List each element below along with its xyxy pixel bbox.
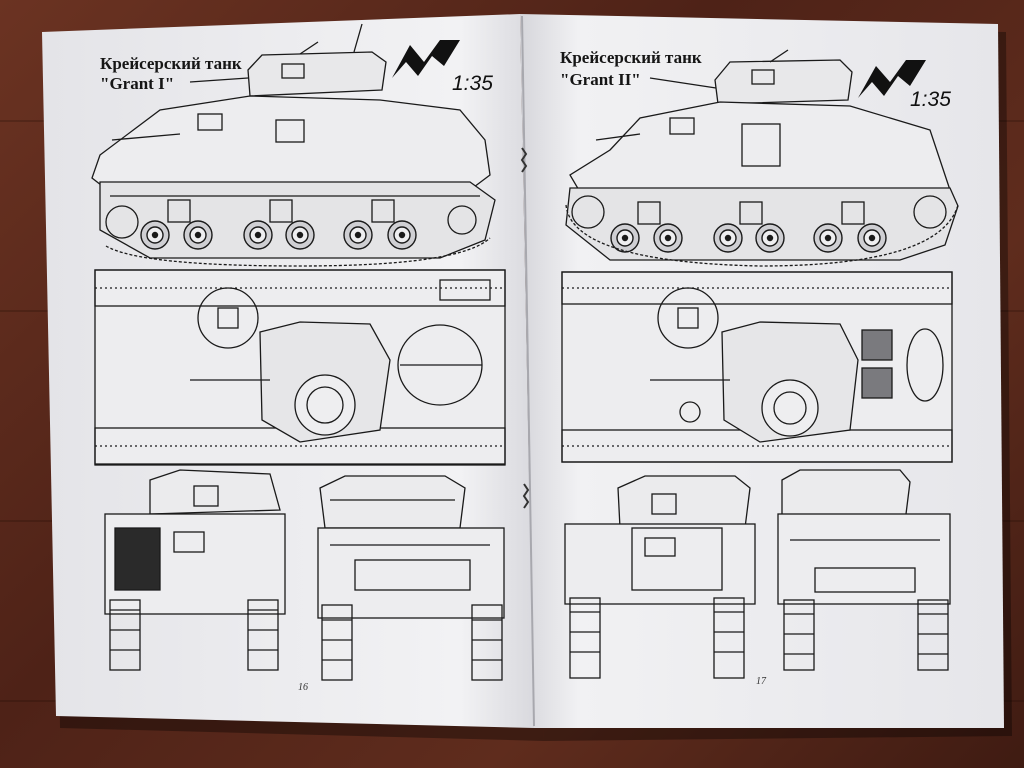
grant2-rear-view [777,469,951,671]
grant1-rear-view [317,475,505,681]
grant2-side-view [565,49,959,267]
left-m-logo [392,40,460,78]
right-title-line2: "Grant II" [560,70,641,89]
left-title-line2: "Grant I" [100,74,175,93]
right-m-logo [858,60,926,98]
left-title-line1: Крейсерский танк [100,54,242,73]
left-page-number: 16 [298,682,308,693]
grant1-front-view [104,469,286,671]
right-title-line1: Крейсерский танк [560,48,702,67]
right-page-number: 17 [756,676,766,687]
grant1-top-view [94,269,506,466]
staple-bottom [522,483,530,509]
left-scale-label: 1:35 [452,72,493,95]
grant2-top-view [561,271,953,463]
grant1-side-view [91,23,496,267]
right-scale-label: 1:35 [910,88,951,111]
grant2-front-view [564,475,756,679]
staple-top [520,147,528,173]
